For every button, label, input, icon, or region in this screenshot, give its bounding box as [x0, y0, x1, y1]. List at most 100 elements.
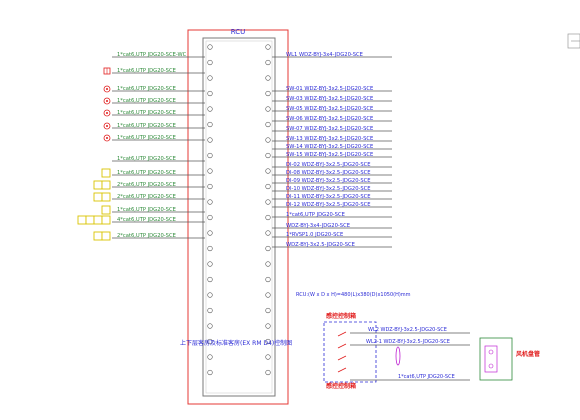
left-feeder-label: 1*cat6,UTP JDG20-SCE [117, 68, 176, 74]
terminal-right [265, 137, 271, 143]
left-feeder-row: 2*cat6,UTP JDG20-SCE [93, 192, 205, 202]
right-feeder-label: DI-10 WDZ-BYJ-3x2.5-JDG20-SCE [286, 186, 371, 192]
terminal-right [265, 307, 271, 314]
right-feeder-label: DI-11 WDZ-BYJ-3x2.5-JDG20-SCE [286, 194, 371, 200]
right-feeder-row: WL1 WDZ-BYJ-3x4-JDG20-SCE [272, 52, 392, 58]
terminal-left [207, 199, 213, 205]
terminal-left [207, 214, 213, 221]
terminal-right [265, 230, 271, 236]
left-feeder-label: 4*cat6,UTP JDG20-SCE [117, 217, 176, 223]
diagram-title: 上下层客房及标准客房(EX RM D4)控制图 [180, 339, 292, 347]
left-feeder-label: 2*cat6,UTP JDG20-SCE [117, 233, 176, 239]
right-feeder-group: WL1 WDZ-BYJ-3x4-JDG20-SCE SW-01 WDZ-BYJ-3… [272, 52, 392, 248]
left-feeder-label: 1*cat6,UTP JDG20-SCE [117, 98, 176, 104]
terminal-left [207, 354, 213, 360]
right-feeder-label: SW-01 WDZ-BYJ-3x2.5-JDG20-SCE [286, 86, 373, 92]
left-feeder-label: 1*cat6,UTP JDG20-SCE [117, 123, 176, 129]
terminal-left [207, 137, 213, 143]
rcu-label: RCU [231, 28, 246, 36]
terminal-left [207, 121, 213, 128]
terminal-left [207, 183, 213, 190]
cable-coupler [395, 346, 401, 366]
terminal-left [207, 338, 213, 345]
terminal-left [207, 292, 213, 298]
left-feeder-label: 1*cat6,UTP JDG20-SCE [117, 170, 176, 176]
feed-line-3-label: 1*cat6,UTP JDG20-SCE [398, 374, 455, 380]
sensor-icon-dot [106, 88, 108, 90]
left-feeder-label: 1*cat6,UTP JDG20-SCE [117, 207, 176, 213]
panel-icon [101, 180, 111, 190]
fan-coil-unit-inner [484, 345, 498, 373]
left-feeder-label: 2*cat6,UTP JDG20-SCE [117, 194, 176, 200]
terminal-right [265, 199, 271, 205]
terminal-left [207, 106, 213, 112]
terminal-right [265, 121, 271, 128]
left-feeder-row: 2*cat6,UTP JDG20-SCE [93, 180, 205, 190]
fan-coil-terminal-bottom [488, 363, 494, 369]
terminal-left [207, 369, 213, 376]
left-feeder-row: 1*cat6,UTP JDG20-SCE [103, 109, 205, 117]
terminal-right [265, 354, 271, 360]
sensor-icon-dot [106, 125, 108, 127]
right-feeder-label: 1*RVSP1.0 JDG20-SCE [286, 232, 343, 238]
terminal-left [207, 90, 213, 97]
rcu-cabinet: RCU [187, 28, 289, 405]
right-feeder-row: DI-02 WDZ-BYJ-3x2.5-JDG20-SCE [272, 162, 392, 168]
terminal-column-left [207, 44, 213, 376]
right-feeder-label: 1*cat6,UTP JDG20-SCE [286, 212, 345, 218]
feed-line-1-label: WL2 WDZ-BYJ-3x2.5-JDG20-SCE [368, 327, 447, 333]
sensor-icon [103, 122, 111, 130]
left-feeder-row: 1*cat6,UTP JDG20-SCE [112, 156, 205, 162]
terminal-right [265, 214, 271, 221]
right-feeder-row: SW-13 WDZ-BYJ-3x2.5-JDG20-SCE [272, 136, 392, 142]
left-feeder-row: 4*cat6,UTP JDG20-SCE [77, 215, 205, 225]
right-feeder-row: SW-06 WDZ-BYJ-3x2.5-JDG20-SCE [272, 116, 392, 122]
fan-coil-unit [479, 337, 513, 381]
terminal-column-right [265, 44, 271, 376]
right-feeder-row: SW-07 WDZ-BYJ-3x2.5-JDG20-SCE [272, 126, 392, 132]
left-feeder-row: 1*cat6,UTP JDG20-SCE [101, 168, 205, 178]
left-feeder-row: 1*cat6,UTP JDG20-SCE [103, 85, 205, 93]
panel-icon [101, 231, 111, 241]
right-feeder-row: 1*cat6,UTP JDG20-SCE [272, 212, 392, 218]
left-feeder-label: 1*cat6,UTP JDG20-SCE [117, 135, 176, 141]
panel-icon [101, 168, 111, 178]
right-feeder-label: SW-14 WDZ-BYJ-3x2.5-JDG20-SCE [286, 144, 373, 150]
terminal-left [207, 307, 213, 314]
right-feeder-row: SW-01 WDZ-BYJ-3x2.5-JDG20-SCE [272, 86, 392, 92]
terminal-left [207, 323, 213, 329]
terminal-right [265, 168, 271, 174]
panel-icon [93, 180, 103, 190]
sensor-icon [103, 134, 111, 142]
terminal-right [265, 44, 271, 50]
left-feeder-row: 1*cat6,UTP JDG20-SCE [103, 122, 205, 130]
right-feeder-row: SW-14 WDZ-BYJ-3x2.5-JDG20-SCE [272, 144, 392, 150]
left-feeder-label: 2*cat6,UTP JDG20-SCE [117, 182, 176, 188]
terminal-left [207, 230, 213, 236]
right-feeder-label: WDZ-BYJ-3x2.5-JDG20-SCE [286, 242, 355, 248]
sensor-icon-dot [106, 112, 108, 114]
terminal-right [265, 75, 271, 81]
terminal-right [265, 338, 271, 345]
panel-icon [93, 231, 103, 241]
right-feeder-row: 1*RVSP1.0 JDG20-SCE [272, 232, 392, 238]
terminal-right [265, 106, 271, 112]
feed-line-2-label: WL2-1 WDZ-BYJ-3x2.5-JDG20-SCE [366, 339, 450, 345]
fan-coil-label: 风机盘管 [516, 350, 540, 358]
left-feeder-row: 1*cat6,UTP JDG20-SCE-WC [112, 52, 205, 58]
sensor-icon [103, 97, 111, 105]
right-feeder-label: SW-03 WDZ-BYJ-3x2.5-JDG20-SCE [286, 96, 373, 102]
fan-coil-section: 感控控制箱 感控控制箱 WL2 WDZ-BYJ-3x2.5-JDG20-SCE … [323, 312, 540, 390]
right-feeder-row: WDZ-BYJ-3x4-JDG20-SCE [272, 223, 392, 229]
contact-switches [337, 331, 347, 373]
fan-coil-terminal-top [488, 349, 494, 355]
right-feeder-label: WDZ-BYJ-3x4-JDG20-SCE [286, 223, 350, 229]
terminal-left [207, 59, 213, 66]
terminal-right [265, 59, 271, 66]
sensor-icon [103, 85, 111, 93]
right-feeder-label: WL1 WDZ-BYJ-3x4-JDG20-SCE [286, 52, 363, 58]
right-feeder-row: DI-11 WDZ-BYJ-3x2.5-JDG20-SCE [272, 194, 392, 200]
terminal-right [265, 292, 271, 298]
panel-icon [93, 192, 103, 202]
